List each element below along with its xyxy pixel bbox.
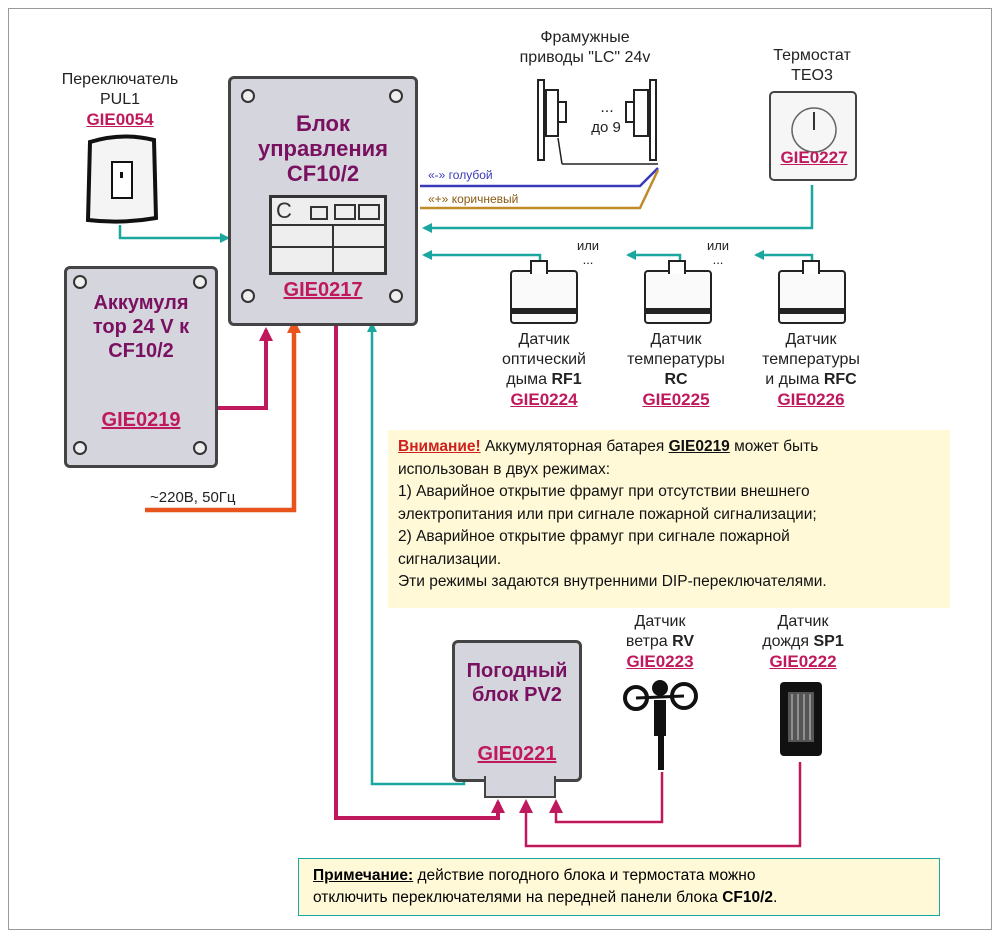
sensor-rc-label: Датчик температуры RC GIE0225 [614,330,738,410]
or-dots-2: ... [712,252,724,267]
wind-sensor-label: Датчик ветра RV GIE0223 [610,612,710,672]
sensor-rf1-code: GIE0224 [510,390,578,409]
wire-mains [145,319,301,513]
sensor-rfc-label: Датчик температуры и дыма RFC GIE0226 [744,330,878,410]
temp-smoke-sensor-icon [778,260,846,324]
wire-brown-label: «+» коричневый [428,192,519,206]
or-label-2: или [706,238,730,253]
panel-switch-icon [310,206,328,220]
screw-icon [73,441,87,455]
actuators-label: Фрамужные приводы "LC" 24v [490,28,680,68]
screw-icon [193,275,207,289]
warning-note: Внимание! Аккумуляторная батарея GIE0219… [388,430,950,608]
anemometer-icon [623,680,698,770]
wire-control-to-weather [334,320,505,820]
actuators-model: приводы "LC" 24v [519,49,651,66]
thermostat-code: GIE0227 [780,148,848,167]
control-panel-face: C [269,195,387,275]
thermostat-device-icon [769,91,857,181]
battery-unit: Аккумуля тор 24 V к CF10/2 GIE0219 [64,266,218,468]
wire-rain [519,762,802,848]
wire-brown [420,169,660,210]
footnote-prefix: Примечание: [313,867,414,884]
actuators-count: до 9 [591,119,621,136]
wind-sensor-code: GIE0223 [626,652,694,671]
battery-title: Аккумуля тор 24 V к CF10/2 [92,292,190,362]
weather-unit: Погодный блок PV2 GIE0221 [452,640,582,782]
screw-icon [73,275,87,289]
panel-divider [272,246,384,248]
panel-switch-icon [358,204,380,220]
screw-icon [389,289,403,303]
wire-battery-1 [215,327,273,410]
actuators-title: Фрамужные [540,29,630,46]
thermostat-label: Термостат ТЕО3 [742,46,882,86]
actuators-icon [537,79,658,165]
sensor-rf1-label: Датчик оптический дыма RF1 GIE0224 [486,330,602,410]
actuators-dots: ... [600,99,614,116]
warning-prefix: Внимание! [398,438,481,455]
panel-divider [272,224,384,226]
wire-blue-label: «-» голубой [428,168,493,182]
wire-wind [549,772,664,824]
rain-sensor-code: GIE0222 [769,652,837,671]
footnote-box: Примечание: действие погодного блока и т… [298,858,940,916]
weather-unit-connector [484,776,556,798]
rain-sensor-icon [780,682,822,756]
or-dots-1: ... [582,252,594,267]
switch-label: Переключатель PUL1 GIE0054 [40,70,200,130]
switch-code: GIE0054 [86,110,154,129]
screw-icon [241,289,255,303]
screw-icon [389,89,403,103]
thermostat-model: ТЕО3 [791,67,833,84]
wire-sensor-1 [422,250,542,268]
diagram-frame [8,8,992,930]
control-unit-code: GIE0217 [283,279,363,301]
sensor-rfc-code: GIE0226 [777,390,845,409]
control-unit: Блок управления CF10/2 C GIE0217 [228,76,418,326]
screw-icon [193,441,207,455]
or-label-1: или [576,238,600,253]
temperature-sensor-icon [644,260,712,324]
sensor-rc-code: GIE0225 [642,390,710,409]
switch-model: PUL1 [99,91,141,108]
thermostat-title: Термостат [773,47,851,64]
wire-blue [420,167,659,188]
wire-switch-to-control [118,225,230,243]
wire-thermostat [422,185,814,233]
mains-label: ~220В, 50Гц [150,489,236,506]
smoke-sensor-icon [510,260,578,324]
weather-unit-code: GIE0221 [477,743,557,765]
screw-icon [241,89,255,103]
rain-sensor-label: Датчик дождя SP1 GIE0222 [748,612,858,672]
weather-unit-title: Погодный блок PV2 [466,660,568,706]
switch-title: Переключатель [61,71,179,88]
panel-switch-icon [334,204,356,220]
switch-device-icon [85,134,159,224]
control-unit-title: Блок управления CF10/2 [257,111,388,186]
battery-code: GIE0219 [101,409,181,431]
panel-divider [332,224,334,272]
